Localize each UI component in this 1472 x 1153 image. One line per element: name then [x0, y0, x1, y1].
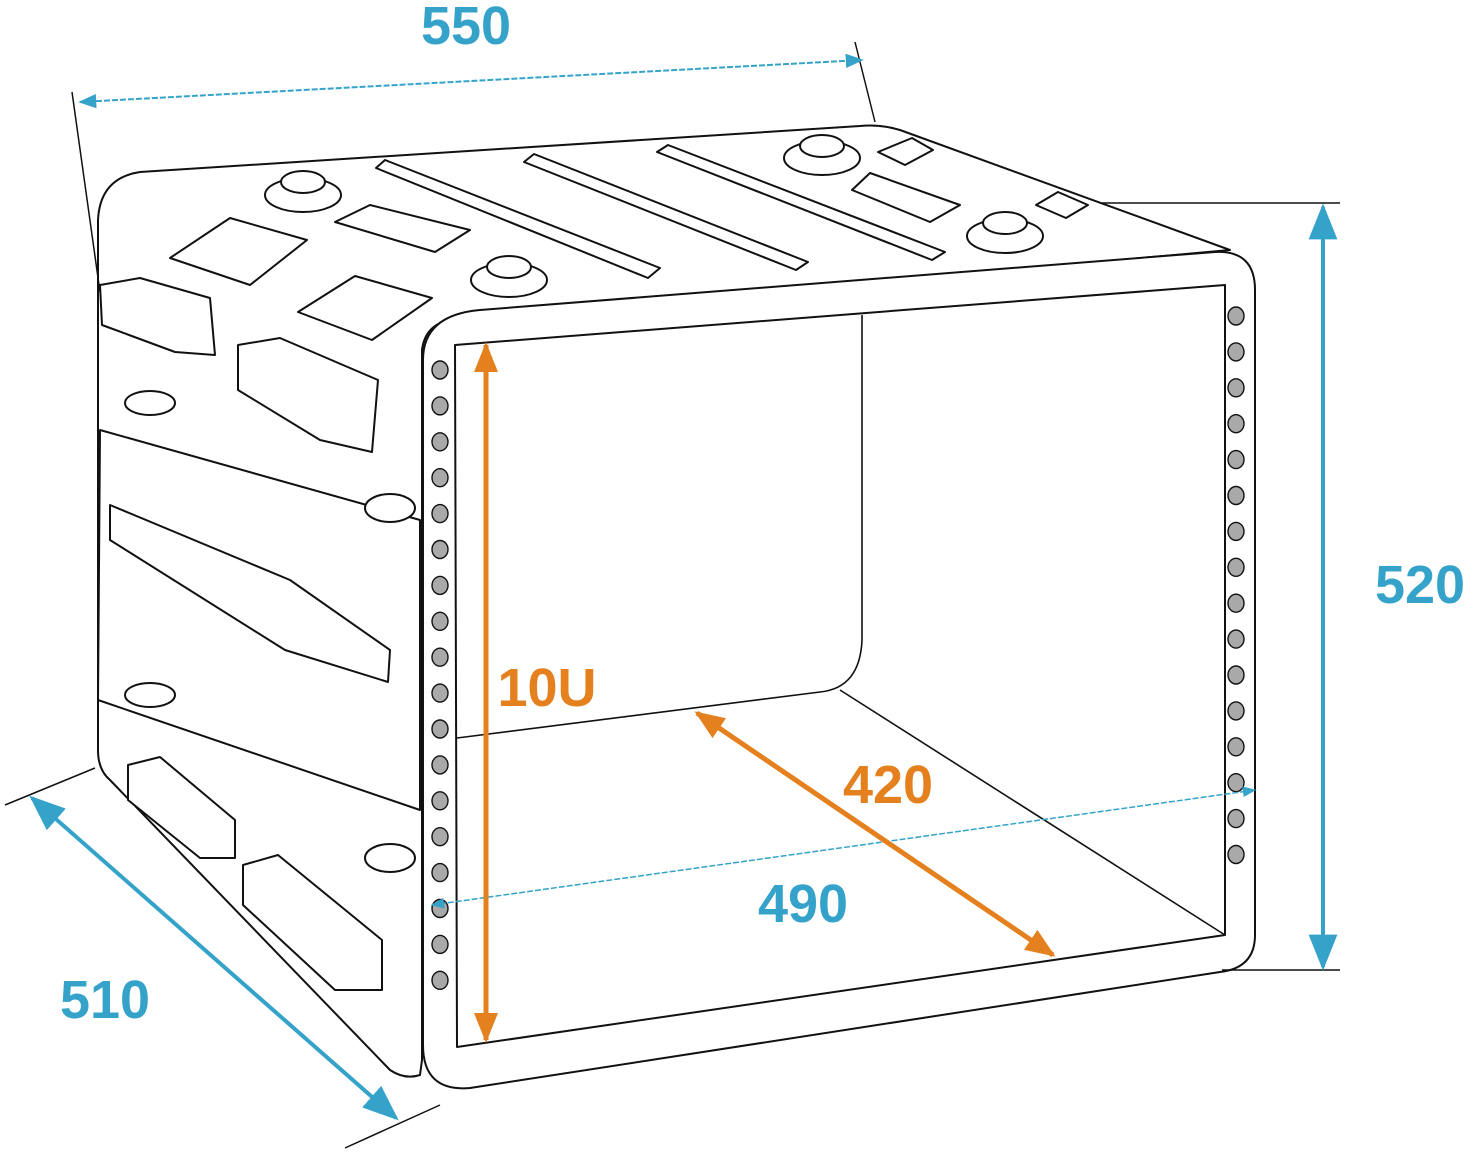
- dimension-lines-orange: [474, 342, 1056, 1043]
- dimension-lines-blue: [4, 41, 1340, 1149]
- rack-hole: [431, 539, 449, 560]
- rack-hole: [431, 898, 449, 919]
- rack-hole: [431, 360, 449, 380]
- rack-hole: [431, 432, 449, 452]
- rack-hole: [1227, 629, 1245, 649]
- rack-hole: [431, 575, 449, 596]
- rack-hole: [1227, 342, 1245, 362]
- label-outer-depth: 510: [60, 970, 150, 1030]
- rack-hole: [431, 647, 449, 667]
- rack-hole: [1227, 844, 1245, 865]
- rack-hole: [431, 934, 449, 955]
- rack-hole: [1227, 593, 1245, 613]
- rack-hole: [1227, 701, 1245, 721]
- rack-hole: [1227, 306, 1245, 326]
- rack-hole: [431, 970, 449, 990]
- top-features: [169, 134, 1089, 341]
- label-inner-depth: 420: [843, 755, 933, 815]
- rack-hole: [431, 755, 449, 775]
- rack-hole: [431, 396, 449, 416]
- rack-hole: [431, 827, 449, 847]
- rack-hole: [431, 791, 449, 811]
- rack-hole: [1227, 773, 1245, 793]
- rack-hole: [431, 611, 449, 631]
- rack-hole: [1227, 378, 1245, 398]
- rack-hole: [1227, 414, 1245, 434]
- label-inner-width: 490: [758, 874, 848, 934]
- rack-hole: [431, 503, 449, 524]
- rack-hole: [1227, 808, 1245, 829]
- rack-hole: [1227, 485, 1245, 506]
- rack-hole: [1227, 449, 1245, 470]
- label-outer-width: 550: [421, 0, 511, 56]
- rack-hole: [431, 468, 449, 488]
- rack-hole: [431, 862, 449, 883]
- rack-hole: [1227, 665, 1245, 685]
- rack-hole: [1227, 557, 1245, 577]
- rack-hole: [1227, 521, 1245, 542]
- rack-hole: [431, 719, 449, 739]
- label-rack-units: 10U: [497, 658, 596, 718]
- rack-hole: [431, 683, 449, 703]
- label-outer-height: 520: [1375, 555, 1465, 615]
- rack-hole: [1227, 737, 1245, 757]
